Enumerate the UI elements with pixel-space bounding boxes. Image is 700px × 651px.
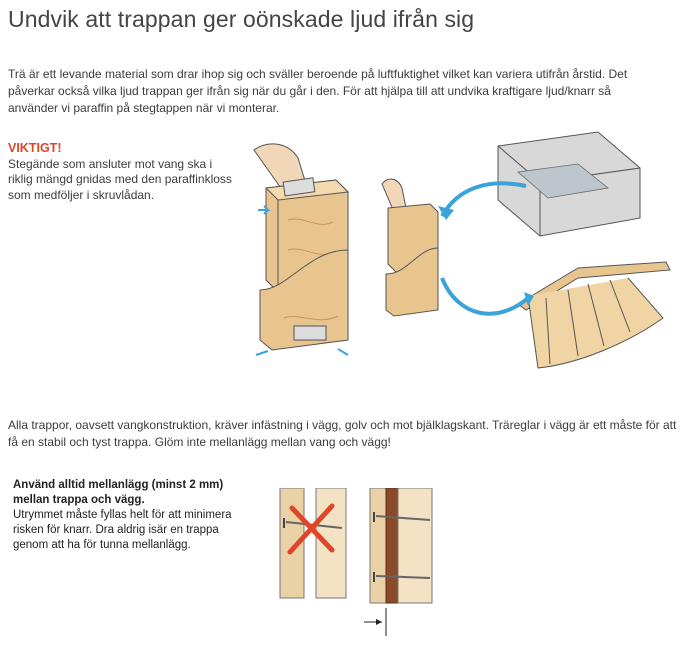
- spacer-bold-text: Använd alltid mellanlägg (minst 2 mm) me…: [13, 479, 224, 506]
- important-heading-mark: !: [57, 141, 62, 155]
- important-text: Stegände som ansluter mot vang ska i rik…: [8, 156, 232, 202]
- page-title: Undvik att trappan ger oönskade ljud ifr…: [8, 6, 475, 32]
- spacer-note: Använd alltid mellanlägg (minst 2 mm) me…: [13, 478, 253, 553]
- spacer-text: Utrymmet måste fyllas helt för att minim…: [13, 509, 232, 551]
- wall-fastening-paragraph: Alla trappor, oavsett vangkonstruktion, …: [8, 418, 677, 449]
- important-note: VIKTIGT! Stegände som ansluter mot vang …: [8, 141, 238, 203]
- paraffin-illustration: [253, 143, 350, 356]
- spacer-illustration: [279, 488, 433, 636]
- intro-paragraph: Trä är ett levande material som drar iho…: [8, 67, 628, 115]
- stair-assembly-illustration: [381, 131, 671, 369]
- important-heading: VIKTIGT!: [8, 141, 238, 157]
- important-heading-text: VIKTIGT: [8, 141, 58, 155]
